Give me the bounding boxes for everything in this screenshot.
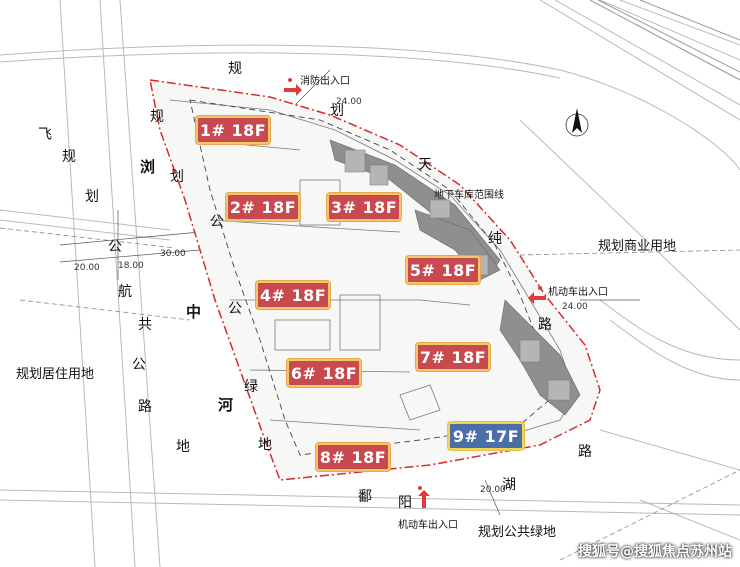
vehicle-entrance-east-label: 机动车出入口 — [548, 287, 608, 298]
building-8[interactable]: 8# 18F — [316, 443, 390, 471]
river-label-gong: 公 — [210, 214, 224, 230]
road-label-guihua-tianchun-2: 划 — [330, 103, 344, 119]
river-label-gui: 规 — [150, 109, 164, 125]
building-2[interactable]: 2# 18F — [226, 193, 300, 221]
railway-tracks — [589, 0, 740, 81]
north-arrow-icon — [565, 108, 589, 137]
building-3[interactable]: 3# 18F — [327, 193, 401, 221]
site-boundary — [149, 79, 601, 481]
dim-24-north: 24.00 — [336, 97, 362, 107]
road-label-gong: 公 — [108, 239, 122, 255]
fire-entrance-arrow — [284, 84, 302, 96]
dim-20: 20.00 — [74, 263, 100, 273]
garage-range-label: 地下车库范围线 — [434, 190, 504, 201]
green-label-gong: 公 — [228, 301, 242, 317]
road-label-guihua-tianchun-5: 路 — [538, 317, 552, 333]
building-1[interactable]: 1# 18F — [196, 116, 270, 144]
land-label-public-green: 规划公共绿地 — [478, 525, 557, 540]
land-label-residential: 规划居住用地 — [16, 367, 95, 382]
road-label-poyang-lu: 路 — [578, 444, 592, 460]
river-label-he: 河 — [218, 396, 234, 414]
land-label-commercial: 规划商业用地 — [598, 239, 677, 254]
fire-entrance-label: 消防出入口 — [300, 76, 350, 87]
road-label-gong2: 共 — [138, 317, 152, 333]
garage-boundary — [189, 99, 556, 456]
entrance-arrows — [284, 84, 546, 508]
building-4[interactable]: 4# 18F — [256, 281, 330, 309]
vehicle-entrance-south-label: 机动车出入口 — [398, 520, 458, 531]
road-label-guihua-tianchun-1: 规 — [228, 61, 242, 77]
road-label-fei: 飞 — [38, 127, 52, 143]
green-label-di2: 地 — [176, 439, 190, 455]
green-label-lv: 绿 — [244, 379, 258, 395]
dim-30: 30.00 — [160, 249, 186, 259]
dashed-boundaries — [0, 227, 740, 561]
building-9[interactable]: 9# 17F — [448, 422, 524, 450]
road-label-gui2: 规 — [62, 149, 76, 165]
dim-24-east: 24.00 — [562, 302, 588, 312]
green-label-di: 地 — [258, 437, 272, 453]
entrance-dots — [288, 78, 542, 490]
building-7[interactable]: 7# 18F — [416, 343, 490, 371]
road-label-poyang-hu: 湖 — [502, 477, 516, 493]
road-label-lu2: 路 — [138, 399, 152, 415]
road-label-poyang-po: 鄱 — [358, 489, 372, 505]
watermark: 搜狐号@搜狐焦点苏州站 — [578, 544, 732, 560]
road-label-guihua-tianchun-3: 天 — [418, 157, 432, 173]
river-label-liu: 浏 — [140, 158, 156, 176]
river-label-hua: 划 — [170, 169, 184, 185]
building-6[interactable]: 6# 18F — [287, 359, 361, 387]
vehicle-entrance-east-arrow — [528, 292, 546, 304]
dim-20-south: 20.00 — [480, 485, 506, 495]
dim-18: 18.00 — [118, 261, 144, 271]
road-label-gong3: 公 — [132, 357, 146, 373]
vehicle-entrance-south-arrow — [418, 490, 430, 508]
road-label-hua2: 划 — [85, 189, 99, 205]
river-label-zhong: 中 — [186, 303, 202, 321]
road-label-guihua-tianchun-4: 纯 — [488, 231, 502, 247]
road-label-poyang-yang: 阳 — [398, 495, 412, 511]
road-label-hang: 航 — [118, 284, 132, 300]
building-5[interactable]: 5# 18F — [406, 256, 480, 284]
